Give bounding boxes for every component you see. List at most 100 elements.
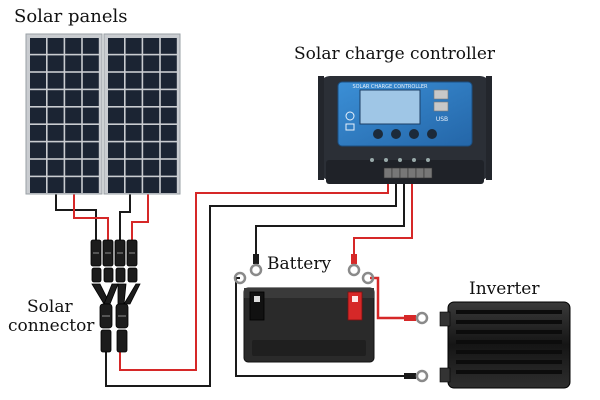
solar-cell [125, 38, 142, 54]
inverter [439, 301, 571, 389]
solar-cell [82, 107, 99, 124]
solar-cell [125, 159, 142, 176]
solar-cell [108, 38, 124, 54]
solar-cell [30, 107, 46, 124]
usb-port-icon [433, 89, 449, 100]
inverter-negative-input [439, 367, 451, 383]
connector-negative-to-controller [105, 178, 397, 387]
solar-cell [65, 38, 82, 54]
controller-button-up[interactable] [391, 129, 401, 139]
solar-cell [82, 38, 99, 54]
label-battery: Battery [267, 254, 332, 274]
solar-cell [125, 177, 142, 193]
label-solar-connector-line2: connector [8, 316, 95, 336]
solar-cell [65, 125, 82, 141]
solar-cell [47, 38, 64, 54]
solar-cell [82, 177, 99, 193]
solar-cell [47, 159, 64, 176]
solar-cell [30, 90, 46, 106]
solar-cell [160, 72, 177, 89]
solar-cell [143, 177, 160, 193]
solar-cell [125, 107, 142, 124]
solar-cell [65, 177, 82, 193]
solar-cell [108, 177, 124, 193]
solar-cell [30, 72, 46, 89]
solar-cell [160, 55, 177, 72]
solar-cell [30, 159, 46, 176]
controller-positive-to-battery [353, 178, 413, 258]
solar-cell [47, 125, 64, 141]
battery-negative-to-inverter [235, 277, 412, 377]
battery-icon [345, 123, 355, 131]
label-solar-panels: Solar panels [14, 6, 128, 27]
solar-cell [47, 107, 64, 124]
solar-cell [125, 125, 142, 141]
solar-cell [125, 55, 142, 72]
solar-cell [47, 177, 64, 193]
solar-cell [143, 107, 160, 124]
solar-cell [30, 55, 46, 72]
panel1-positive-lead [73, 194, 109, 240]
solar-cell [143, 72, 160, 89]
solar-cell [143, 38, 160, 54]
controller-screen-title: SOLAR CHARGE CONTROLLER [352, 84, 428, 90]
connector-positive-to-controller [119, 178, 389, 371]
solar-cell [108, 107, 124, 124]
solar-cell [160, 125, 177, 141]
solar-cell [143, 159, 160, 176]
solar-charge-controller: SOLAR CHARGE CONTROLLER USB [318, 76, 492, 184]
solar-cell [47, 72, 64, 89]
solar-cell [108, 125, 124, 141]
label-solar-charge-controller: Solar charge controller [294, 44, 496, 64]
usb-port-icon [433, 101, 449, 112]
battery-negative-terminal [249, 291, 265, 321]
solar-cell [82, 125, 99, 141]
solar-connector [90, 239, 141, 353]
solar-cell [65, 72, 82, 89]
solar-cell [143, 125, 160, 141]
usb-label: USB [436, 116, 448, 123]
solar-cell [30, 38, 46, 54]
controller-button-ok[interactable] [427, 129, 437, 139]
sun-icon [345, 111, 355, 121]
solar-cell [65, 159, 82, 176]
solar-cell [82, 142, 99, 159]
solar-cell [160, 142, 177, 159]
controller-negative-to-battery [255, 178, 405, 258]
solar-cell [160, 177, 177, 193]
solar-cell [125, 142, 142, 159]
solar-panel-left [25, 33, 103, 195]
controller-button-down[interactable] [409, 129, 419, 139]
label-inverter: Inverter [469, 279, 540, 299]
solar-cell [108, 142, 124, 159]
battery-positive-terminal [347, 291, 363, 321]
solar-cell [82, 55, 99, 72]
solar-cell [160, 38, 177, 54]
solar-cell [108, 55, 124, 72]
solar-cell [82, 72, 99, 89]
battery-positive-to-inverter [370, 276, 412, 320]
solar-cell [30, 177, 46, 193]
inverter-positive-input [439, 311, 451, 327]
solar-cell [65, 90, 82, 106]
wires [55, 178, 413, 387]
solar-cell [143, 90, 160, 106]
controller-button-menu[interactable] [373, 129, 383, 139]
solar-cell [30, 142, 46, 159]
battery-ring-terminals [233, 254, 375, 285]
battery [243, 287, 375, 363]
solar-cell [82, 159, 99, 176]
solar-cell [143, 55, 160, 72]
solar-cell [160, 107, 177, 124]
solar-cell [65, 142, 82, 159]
solar-cell [143, 142, 160, 159]
solar-cell [108, 159, 124, 176]
solar-cell [108, 72, 124, 89]
solar-cell [82, 90, 99, 106]
solar-panel-right [103, 33, 181, 195]
solar-cell [125, 90, 142, 106]
solar-cell [30, 125, 46, 141]
solar-cell [65, 107, 82, 124]
panel1-negative-lead [55, 194, 97, 240]
